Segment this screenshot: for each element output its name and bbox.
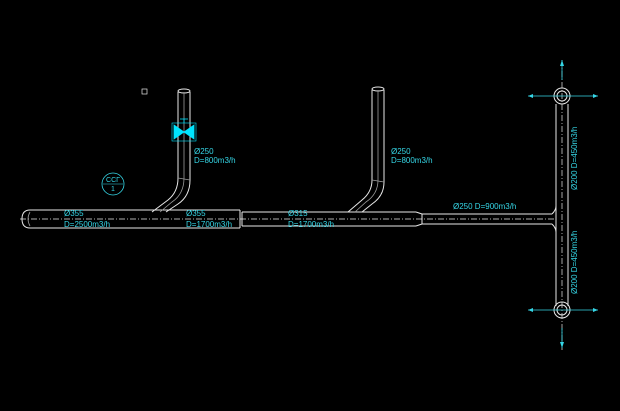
vertical-duct [551, 60, 571, 350]
branch1-flow-label: D=800m3/h [194, 156, 236, 165]
marker-top-label: CCГ [106, 177, 120, 184]
main-d355-flow-label: D=2500m3/h [64, 220, 110, 229]
mid-d355-dia-label: Ø355 [186, 209, 206, 218]
branch2-dia-label: Ø250 [391, 147, 411, 156]
small-square-marker [141, 88, 148, 95]
d315-dia-label: Ø315 [288, 209, 308, 218]
mid-d355-flow-label: D=1700m3/h [186, 220, 232, 229]
main-d355-dia-label: Ø355 [64, 209, 84, 218]
branch-duct-2 [347, 86, 385, 213]
section-marker-icon: CCГ 1 [101, 172, 125, 196]
arrow-icon [528, 60, 598, 348]
branch2-flow-label: D=800m3/h [391, 156, 433, 165]
valve-icon [171, 118, 197, 142]
main-duct [20, 209, 555, 229]
branch1-dia-label: Ø250 [194, 147, 214, 156]
branch-duct-1 [151, 88, 191, 213]
marker-bottom-label: 1 [111, 186, 115, 193]
end-d250-label: Ø250 D=900m3/h [453, 202, 516, 211]
vertical-bottom-label: Ø200 D=450m3/h [570, 231, 579, 294]
vertical-top-label: Ø200 D=450m3/h [570, 127, 579, 190]
d315-flow-label: D=1700m3/h [288, 220, 334, 229]
